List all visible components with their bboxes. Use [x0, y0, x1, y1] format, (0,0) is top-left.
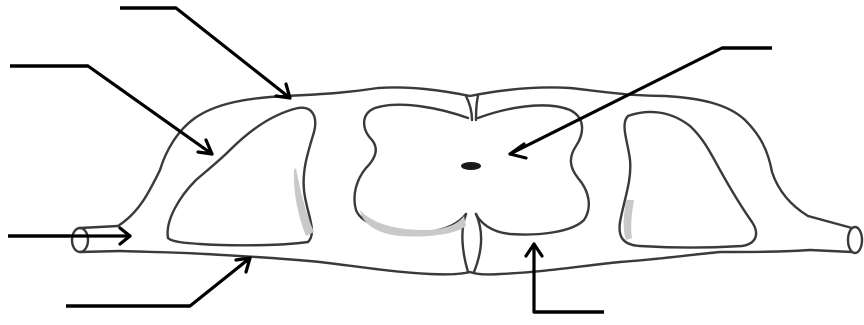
butterfly-left-wing	[354, 105, 468, 232]
right-root-end	[848, 227, 862, 253]
callout-1	[120, 8, 290, 98]
leader-3	[510, 48, 722, 154]
right-inner-lobe	[620, 112, 757, 248]
central-butterfly	[354, 96, 588, 272]
central-notch-top	[466, 96, 478, 120]
callout-6	[526, 244, 604, 312]
left-inner-lobe	[168, 108, 316, 246]
leader-5	[190, 258, 250, 306]
central-canal	[461, 162, 481, 170]
callout-2	[10, 66, 212, 154]
leader-2	[88, 66, 212, 154]
left-root-end	[72, 228, 88, 252]
callout-4	[8, 228, 130, 244]
callout-5	[66, 258, 250, 306]
leader-1	[176, 8, 290, 98]
butterfly-lower-shade	[360, 210, 466, 237]
callout-3	[510, 48, 772, 158]
right-lobe-shade	[624, 200, 634, 240]
right-root-stub	[808, 216, 852, 252]
